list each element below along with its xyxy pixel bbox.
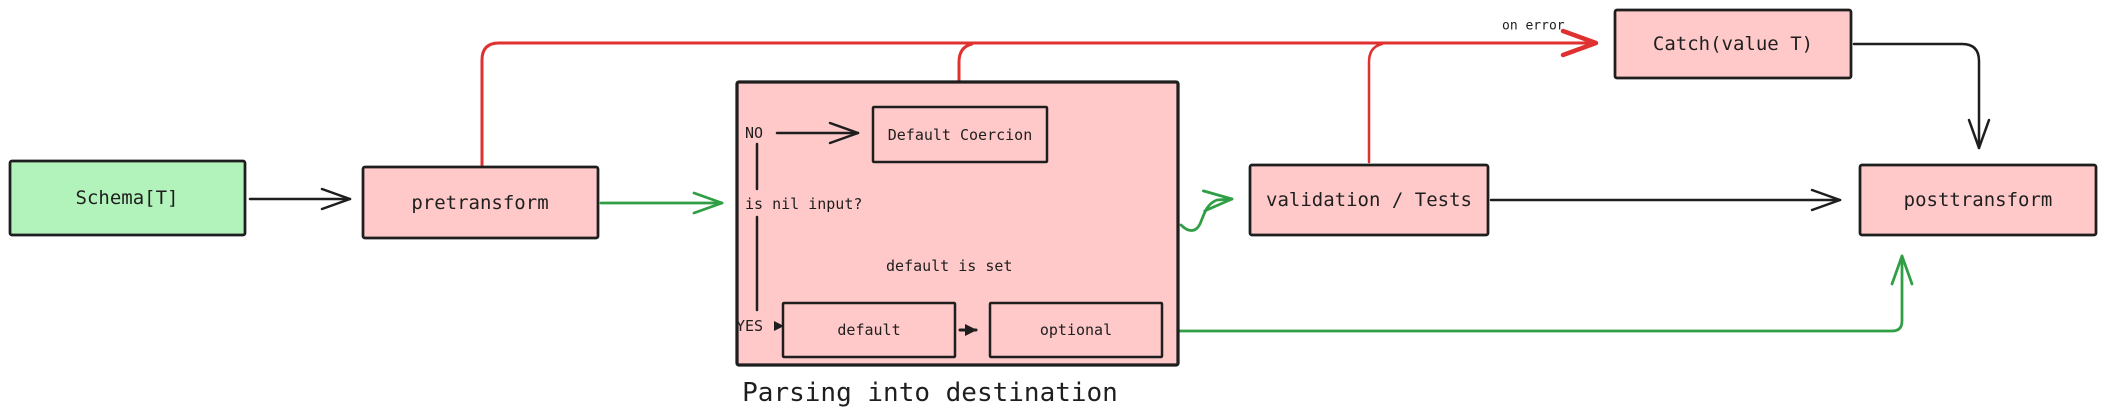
- optional-node: [988, 301, 1164, 359]
- parsing-container-node: [735, 80, 1180, 367]
- schema-node: [8, 159, 247, 237]
- posttransform-node: [1858, 163, 2098, 237]
- validation-label: validation / Tests: [1266, 189, 1472, 211]
- arrow-on-error-to-catch: [480, 28, 1599, 167]
- error-branch-validation: [1367, 42, 1384, 164]
- default-coercion-label: Default Coercion: [888, 126, 1033, 144]
- is-nil-input-label: is nil input?: [745, 195, 862, 213]
- default-node: [781, 301, 957, 359]
- pretransform-label: pretransform: [411, 192, 548, 214]
- default-coercion-node: [871, 105, 1049, 164]
- on-error-label: on error: [1502, 19, 1565, 34]
- arrow-parsing-to-validation: [1179, 189, 1234, 232]
- catch-node: [1613, 8, 1853, 80]
- yes-arrowhead-icon: [774, 321, 784, 331]
- optional-label: optional: [1040, 321, 1112, 339]
- diagram-caption: Parsing into destination: [742, 378, 1118, 408]
- arrow-catch-to-posttransform: [1852, 42, 1991, 150]
- yes-label: YES: [736, 317, 763, 335]
- error-branch-parsing-box: [957, 42, 974, 82]
- pretransform-node: [361, 165, 600, 240]
- validation-node: [1248, 163, 1490, 237]
- default-label: default: [837, 321, 900, 339]
- arrow-optional-to-posttransform: [1163, 254, 1914, 333]
- catch-label: Catch(value T): [1653, 33, 1813, 55]
- schema-label: Schema[T]: [76, 187, 179, 209]
- no-label: NO: [745, 124, 763, 142]
- default-is-set-label: default is set: [886, 257, 1012, 275]
- posttransform-label: posttransform: [1904, 189, 2053, 211]
